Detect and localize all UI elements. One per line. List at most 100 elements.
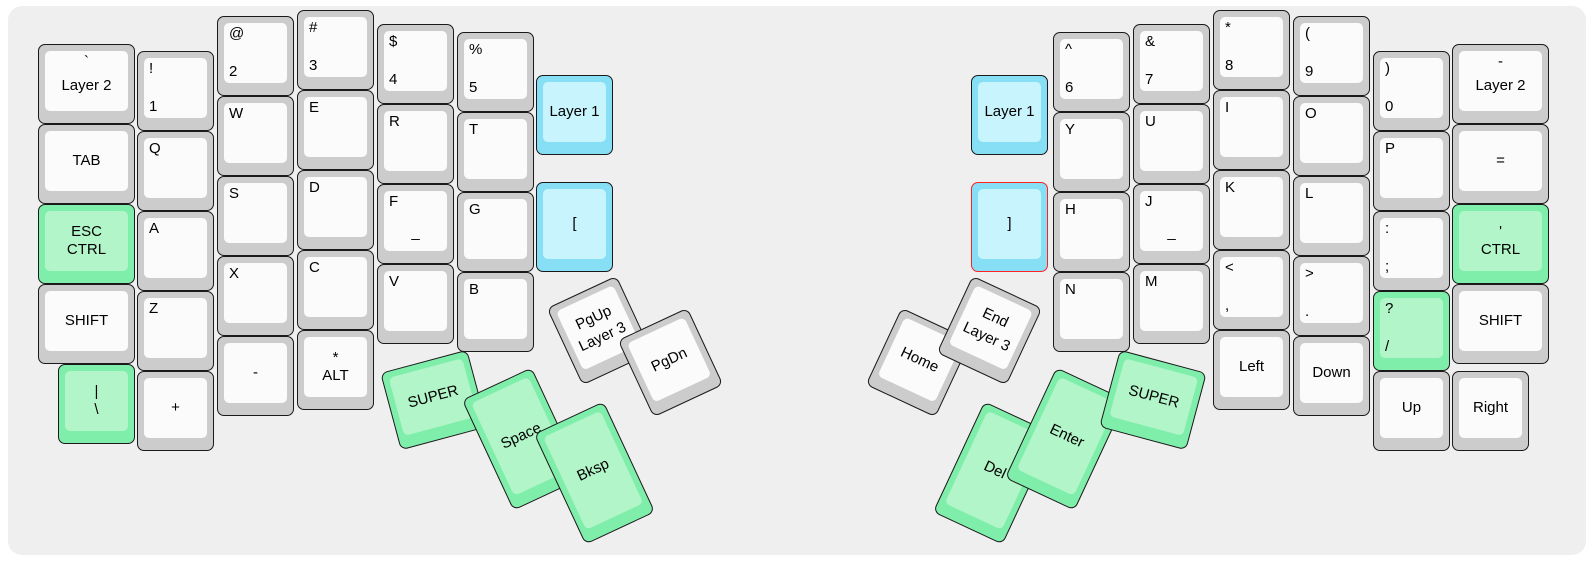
- key-legend-bottom-left: 9: [1305, 63, 1314, 81]
- key-L-c3-r3[interactable]: C: [297, 250, 374, 330]
- key-R-c0-r3[interactable]: SHIFT: [1452, 284, 1549, 364]
- key-legend-bottom-left: 5: [469, 79, 478, 97]
- keycap-surface: PgDn: [626, 317, 712, 403]
- keycap-surface: Layer 1: [978, 82, 1041, 142]
- key-L-c4-r1[interactable]: R: [377, 104, 454, 184]
- key-R-c3-r1[interactable]: I: [1213, 90, 1290, 170]
- key-R-c1-r2[interactable]: :;: [1373, 211, 1450, 291]
- key-legend-top-left: D: [309, 179, 320, 196]
- key-R-c1-r4[interactable]: Up: [1373, 371, 1450, 451]
- key-legend-center: Bksp: [574, 455, 612, 485]
- key-R-c4-r0[interactable]: &7: [1133, 24, 1210, 104]
- key-R-c5-r2[interactable]: H: [1053, 192, 1130, 272]
- key-legend-center: Down: [1312, 364, 1351, 382]
- key-R-c3-r4[interactable]: Left: [1213, 330, 1290, 410]
- key-R-c4-r3[interactable]: M: [1133, 264, 1210, 344]
- key-R-c5-r3[interactable]: N: [1053, 272, 1130, 352]
- key-L-c5-r0[interactable]: %5: [457, 32, 534, 112]
- key-R-c3-r0[interactable]: *8: [1213, 10, 1290, 90]
- key-L-c1-r2[interactable]: A: [137, 211, 214, 291]
- key-L-c2-r4[interactable]: -: [217, 336, 294, 416]
- key-R-c3-r2[interactable]: K: [1213, 170, 1290, 250]
- key-legend-bottom-left: /: [1385, 338, 1390, 356]
- key-R-c0-r1[interactable]: =: [1452, 124, 1549, 204]
- keycap-surface: I: [1220, 97, 1283, 157]
- key-L-c6-r1[interactable]: [: [536, 182, 613, 272]
- key-legend-center: SUPER: [1126, 381, 1182, 412]
- key-legend-top-left: Q: [149, 140, 161, 157]
- key-L-c3-r4[interactable]: *ALT: [297, 330, 374, 410]
- key-L-c0-r4[interactable]: |\: [58, 364, 135, 444]
- key-R-c3-r3[interactable]: <,: [1213, 250, 1290, 330]
- keycap-surface: SUPER: [1109, 358, 1199, 436]
- key-L-c0-r1[interactable]: TAB: [38, 124, 135, 204]
- key-L-c5-r1[interactable]: T: [457, 112, 534, 192]
- key-legend-top-left: U: [1145, 113, 1156, 130]
- key-L-c0-r3[interactable]: SHIFT: [38, 284, 135, 364]
- key-legend-center: Right: [1472, 399, 1509, 417]
- key-R-c4-r1[interactable]: U: [1133, 104, 1210, 184]
- keycap-surface: 'CTRL: [1459, 211, 1542, 271]
- key-R-c2-r2[interactable]: L: [1293, 176, 1370, 256]
- keycap-surface: SHIFT: [45, 291, 128, 351]
- key-R-c1-r1[interactable]: P: [1373, 131, 1450, 211]
- key-R-c2-r0[interactable]: (9: [1293, 16, 1370, 96]
- key-L-c2-r2[interactable]: S: [217, 176, 294, 256]
- key-L-c0-r0[interactable]: `Layer 2: [38, 44, 135, 124]
- key-legend-center: Layer 2: [1475, 76, 1526, 94]
- keycap-surface: <,: [1220, 257, 1283, 317]
- key-L-c1-r1[interactable]: Q: [137, 131, 214, 211]
- keycap-surface: #3: [304, 17, 367, 77]
- key-L-c2-r3[interactable]: X: [217, 256, 294, 336]
- key-R-c1-r0[interactable]: )0: [1373, 51, 1450, 131]
- key-legend-top-left: R: [389, 113, 400, 130]
- key-L-c2-r1[interactable]: W: [217, 96, 294, 176]
- key-L-c1-r0[interactable]: !1: [137, 51, 214, 131]
- key-L-c1-r3[interactable]: Z: [137, 291, 214, 371]
- key-R-c2-r4[interactable]: Down: [1293, 336, 1370, 416]
- key-legend-bottom-left: 8: [1225, 57, 1234, 75]
- key-legend-top-left: E: [309, 99, 320, 116]
- key-legend-top-left: C: [309, 259, 320, 276]
- key-L-c4-r2[interactable]: F_: [377, 184, 454, 264]
- key-L-c3-r0[interactable]: #3: [297, 10, 374, 90]
- key-L-c3-r1[interactable]: E: [297, 90, 374, 170]
- key-R-c6-r1[interactable]: ]: [971, 182, 1048, 272]
- key-L-c4-r0[interactable]: $4: [377, 24, 454, 104]
- key-legend-top-left: Z: [149, 300, 159, 317]
- key-L-c4-r3[interactable]: V: [377, 264, 454, 344]
- key-L-c6-r0[interactable]: Layer 1: [536, 75, 613, 155]
- key-legend-bottom-left: 3: [309, 57, 318, 75]
- key-legend-top-left: %: [469, 41, 483, 58]
- key-L-c5-r3[interactable]: B: [457, 272, 534, 352]
- key-legend-bottom-left: ;: [1385, 258, 1390, 276]
- key-R-c5-r1[interactable]: Y: [1053, 112, 1130, 192]
- key-R-c6-r0[interactable]: Layer 1: [971, 75, 1048, 155]
- homing-bump-icon: _: [411, 224, 420, 242]
- key-L-c5-r2[interactable]: G: [457, 192, 534, 272]
- key-legend-bottom-left: 4: [389, 71, 398, 89]
- key-legend-center: Left: [1238, 358, 1265, 376]
- key-legend-bottom-left: 2: [229, 63, 238, 81]
- key-legend-top-left: B: [469, 281, 480, 298]
- key-L-c3-r2[interactable]: D: [297, 170, 374, 250]
- key-R-thumb-super[interactable]: SUPER: [1099, 349, 1207, 451]
- key-R-c2-r3[interactable]: >.: [1293, 256, 1370, 336]
- key-R-c0-r0[interactable]: -Layer 2: [1452, 44, 1549, 124]
- keycap-surface: ?/: [1380, 298, 1443, 358]
- key-legend-center: Layer 2: [61, 76, 112, 94]
- key-R-c0-r2[interactable]: 'CTRL: [1452, 204, 1549, 284]
- key-R-c0-r4[interactable]: Right: [1452, 371, 1529, 451]
- key-R-c5-r0[interactable]: ^6: [1053, 32, 1130, 112]
- key-R-c1-r3[interactable]: ?/: [1373, 291, 1450, 371]
- keycap-surface: *ALT: [304, 337, 367, 397]
- keycap-surface: Bksp: [543, 410, 644, 530]
- key-L-c2-r0[interactable]: @2: [217, 16, 294, 96]
- key-R-c2-r1[interactable]: O: [1293, 96, 1370, 176]
- key-R-c4-r2[interactable]: J_: [1133, 184, 1210, 264]
- key-legend-top-center: *: [332, 349, 339, 367]
- keycap-surface: @2: [224, 23, 287, 83]
- key-L-c1-r4[interactable]: +: [137, 371, 214, 451]
